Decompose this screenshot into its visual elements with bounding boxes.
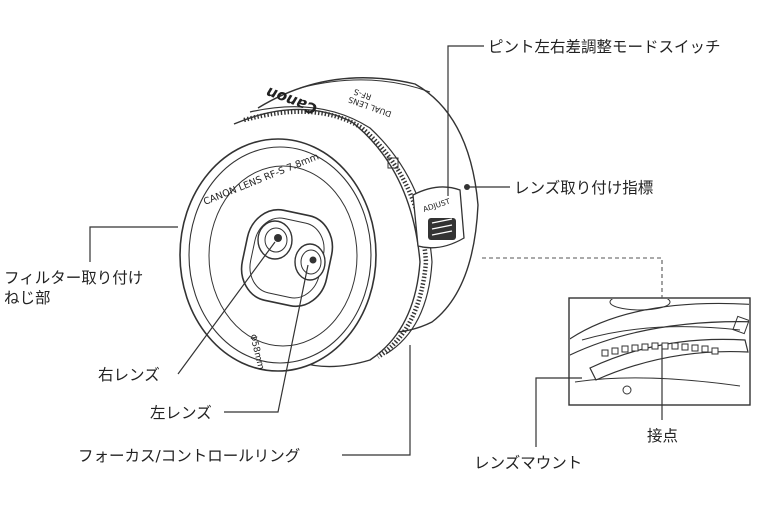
leader-switch xyxy=(447,45,484,196)
leader-mount xyxy=(535,377,582,447)
lens-illustration: CANON LENS RF-S 7.8mm Φ58mm Canon RF-S D… xyxy=(179,77,479,372)
lens-front xyxy=(179,138,377,372)
label-contacts: 接点 xyxy=(647,427,678,445)
leader-filter xyxy=(89,226,178,262)
label-filter-thread-2: ねじ部 xyxy=(4,289,51,307)
leader-left-lens xyxy=(224,264,309,413)
label-right-lens: 右レンズ xyxy=(98,366,160,384)
leader-right-lens xyxy=(177,241,276,375)
right-lens-element xyxy=(257,220,293,260)
mount-inset xyxy=(568,297,751,406)
label-mount-index: レンズ取り付け指標 xyxy=(514,179,653,197)
label-lens-mount: レンズマウント xyxy=(474,454,582,472)
leader-lines xyxy=(89,45,663,456)
leader-ring xyxy=(342,345,411,456)
electrical-contacts xyxy=(601,342,719,357)
label-focus-adjust-switch: ピント左右差調整モードスイッチ xyxy=(488,38,721,56)
left-lens-element xyxy=(294,243,326,281)
mark-square xyxy=(387,157,399,169)
leader-inset xyxy=(482,257,663,298)
label-left-lens: 左レンズ xyxy=(150,404,212,422)
filter-thread-inner xyxy=(188,146,372,364)
label-filter-thread-1: フィルター取り付け xyxy=(4,269,143,287)
label-focus-ring: フォーカス/コントロールリング xyxy=(78,447,300,465)
lens-mount-edge xyxy=(299,79,431,93)
adjust-switch: ADJUST xyxy=(412,186,465,249)
